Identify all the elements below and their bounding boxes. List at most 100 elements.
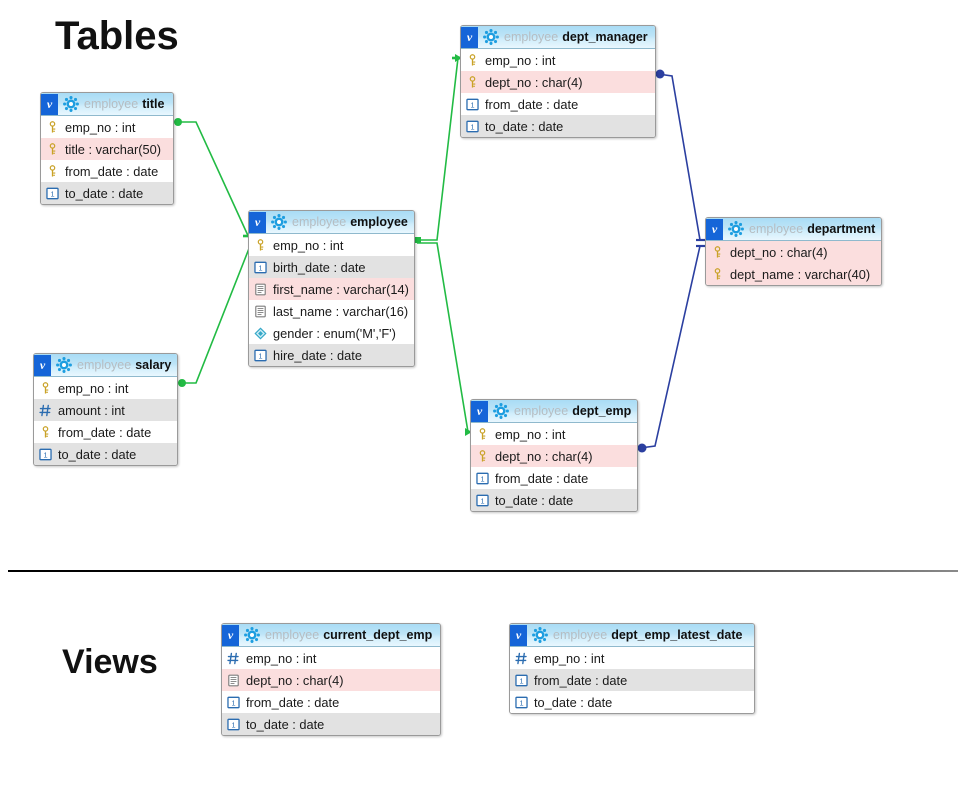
date-icon: 1 [515, 696, 528, 708]
entity-row-label: from_date : date [246, 694, 340, 710]
entity-row-label: emp_no : int [273, 237, 344, 253]
gear-icon [493, 403, 509, 419]
entity-row-label: to_date : date [65, 185, 144, 201]
entity-table-name: dept_manager [562, 30, 648, 44]
entity-row[interactable]: emp_no : int [41, 116, 173, 138]
svg-text:1: 1 [519, 676, 523, 685]
entity-row[interactable]: emp_no : int [249, 234, 414, 256]
numeric-icon-wrap [515, 652, 534, 665]
entity-row-label: from_date : date [485, 96, 579, 112]
date-icon: 1 [254, 349, 267, 361]
date-icon: 1 [515, 674, 528, 686]
entity-row[interactable]: dept_no : char(4) [471, 445, 637, 467]
gear-icon [728, 221, 744, 237]
edge-salary-employee [178, 245, 251, 387]
date-icon-wrap: 1 [227, 718, 246, 731]
entity-row[interactable]: emp_no : int [461, 49, 655, 71]
view-badge-v-icon: v [41, 93, 58, 115]
entity-row[interactable]: emp_no : int [222, 647, 440, 669]
entity-row-label: from_date : date [58, 424, 152, 440]
view-badge-v-icon: v [461, 26, 478, 48]
key-icon [42, 381, 49, 394]
entity-row[interactable]: dept_name : varchar(40) [706, 263, 881, 285]
gear-icon-wrap [266, 214, 292, 230]
entity-row[interactable]: emp_no : int [34, 377, 177, 399]
entity-row[interactable]: gender : enum('M','F') [249, 322, 414, 344]
entity-row[interactable]: amount : int [34, 399, 177, 421]
entity-schema-name: employee [84, 97, 139, 111]
entity-row-label: title : varchar(50) [65, 141, 162, 157]
key-icon-wrap [466, 75, 485, 89]
text-icon-wrap [254, 305, 273, 318]
entity-row[interactable]: title : varchar(50) [41, 138, 173, 160]
svg-text:1: 1 [258, 351, 262, 360]
view-badge-v-icon: v [510, 624, 527, 646]
date-icon-wrap: 1 [515, 696, 534, 709]
entity-row[interactable]: first_name : varchar(14) [249, 278, 414, 300]
entity-row[interactable]: emp_no : int [510, 647, 754, 669]
entity-row[interactable]: dept_no : char(4) [461, 71, 655, 93]
entity-schema-name: employee [749, 222, 804, 236]
entity-row[interactable]: dept_no : char(4) [222, 669, 440, 691]
svg-text:1: 1 [470, 122, 474, 131]
edge-dept-emp-department [637, 244, 708, 453]
entity-row[interactable]: emp_no : int [471, 423, 637, 445]
key-icon [257, 238, 264, 251]
date-icon-wrap: 1 [227, 696, 246, 709]
date-icon-wrap: 1 [39, 448, 58, 461]
entity-row[interactable]: 1 from_date : date [461, 93, 655, 115]
enum-icon-wrap [254, 326, 273, 340]
entity-table-name: current_dept_emp [323, 628, 433, 642]
key-icon [714, 267, 721, 280]
svg-text:1: 1 [50, 189, 54, 198]
entity-table-name: department [807, 222, 876, 236]
gear-icon [244, 627, 260, 643]
entity-row[interactable]: dept_no : char(4) [706, 241, 881, 263]
entity-row-label: emp_no : int [495, 426, 566, 442]
view-badge-v-icon: v [222, 624, 239, 646]
key-icon [42, 425, 49, 438]
key-icon-wrap [254, 238, 273, 252]
view-badge-v-icon: v [34, 354, 51, 376]
entity-row[interactable]: from_date : date [34, 421, 177, 443]
date-icon: 1 [46, 187, 59, 199]
gear-icon-wrap [51, 357, 77, 373]
view-badge-v-icon: v [706, 218, 723, 240]
text-icon-wrap [227, 674, 246, 687]
svg-text:1: 1 [470, 100, 474, 109]
entity-schema-name: employee [77, 358, 132, 372]
entity-row[interactable]: from_date : date [41, 160, 173, 182]
date-icon: 1 [254, 261, 267, 273]
entity-row[interactable]: last_name : varchar(16) [249, 300, 414, 322]
svg-text:1: 1 [43, 450, 47, 459]
entity-row[interactable]: 1 to_date : date [41, 182, 173, 204]
key-icon [479, 427, 486, 440]
